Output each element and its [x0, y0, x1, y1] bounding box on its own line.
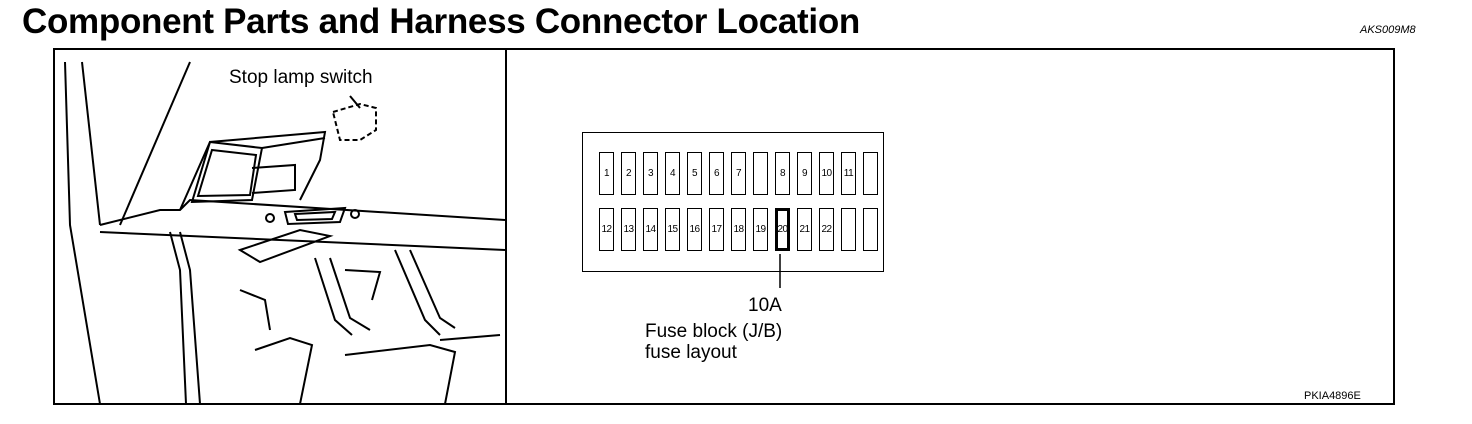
fuse-3: 3	[643, 152, 658, 195]
fuse-14: 14	[643, 208, 658, 251]
fuse-1: 1	[599, 152, 614, 195]
panel-divider	[505, 48, 507, 405]
fuse-8: 8	[775, 152, 790, 195]
stop-lamp-switch-label: Stop lamp switch	[229, 67, 373, 88]
fuse-rating-label: 10A	[748, 295, 782, 316]
fuse-21: 21	[797, 208, 812, 251]
fuse-4: 4	[665, 152, 680, 195]
fuse-5: 5	[687, 152, 702, 195]
fuse-spare	[841, 208, 856, 251]
fuse-layout-label: fuse layout	[645, 342, 737, 363]
fuse-16: 16	[687, 208, 702, 251]
fuse-17: 17	[709, 208, 724, 251]
fuse-11: 11	[841, 152, 856, 195]
fuse-18: 18	[731, 208, 746, 251]
fuse-block-label: Fuse block (J/B)	[645, 321, 783, 342]
fuse-spare	[863, 152, 878, 195]
fuse-22: 22	[819, 208, 834, 251]
fuse-9: 9	[797, 152, 812, 195]
fuse-2: 2	[621, 152, 636, 195]
fuse-13: 13	[621, 208, 636, 251]
fuse-12: 12	[599, 208, 614, 251]
fuse-7: 7	[731, 152, 746, 195]
section-code: AKS009M8	[1360, 24, 1416, 36]
fuse-10: 10	[819, 152, 834, 195]
fuse-20: 20	[775, 208, 790, 251]
figure-code: PKIA4896E	[1304, 390, 1361, 402]
fuse-spare	[753, 152, 768, 195]
fuse-15: 15	[665, 208, 680, 251]
fuse-19: 19	[753, 208, 768, 251]
page-title: Component Parts and Harness Connector Lo…	[22, 2, 860, 41]
fuse-6: 6	[709, 152, 724, 195]
fuse-spare	[863, 208, 878, 251]
diagram-frame	[53, 48, 1395, 405]
